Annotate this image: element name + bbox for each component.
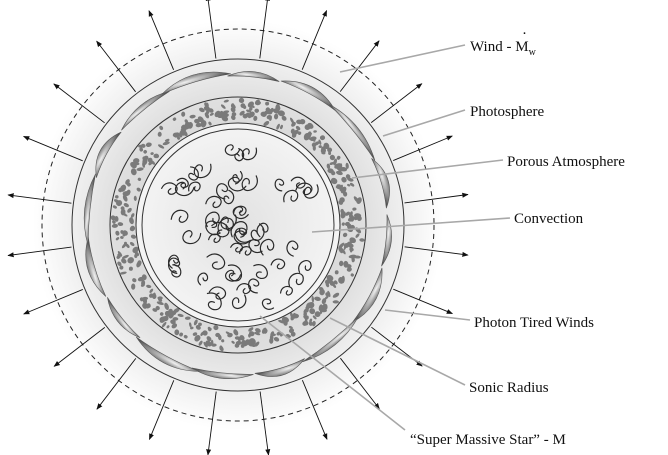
label-convection: Convection [514, 211, 584, 227]
label-wind-prefix: Wind - [470, 39, 515, 55]
porous-cell [134, 254, 137, 258]
porous-cell [174, 329, 179, 335]
label-porous-atmosphere: Porous Atmosphere [507, 154, 625, 170]
label-super-massive-star: “Super Massive Star” - M [410, 432, 566, 448]
leader-wind [340, 45, 465, 72]
label-photosphere: Photosphere [470, 104, 545, 120]
porous-cell [138, 145, 144, 148]
label-photon-tired-winds: Photon Tired Winds [474, 315, 594, 331]
label-sonic-radius: Sonic Radius [469, 380, 549, 396]
label-wind-dot: · [522, 26, 527, 42]
sonic-radius-ring [136, 123, 340, 327]
porous-cell [124, 242, 127, 245]
label-wind-subscript: w [529, 47, 537, 58]
